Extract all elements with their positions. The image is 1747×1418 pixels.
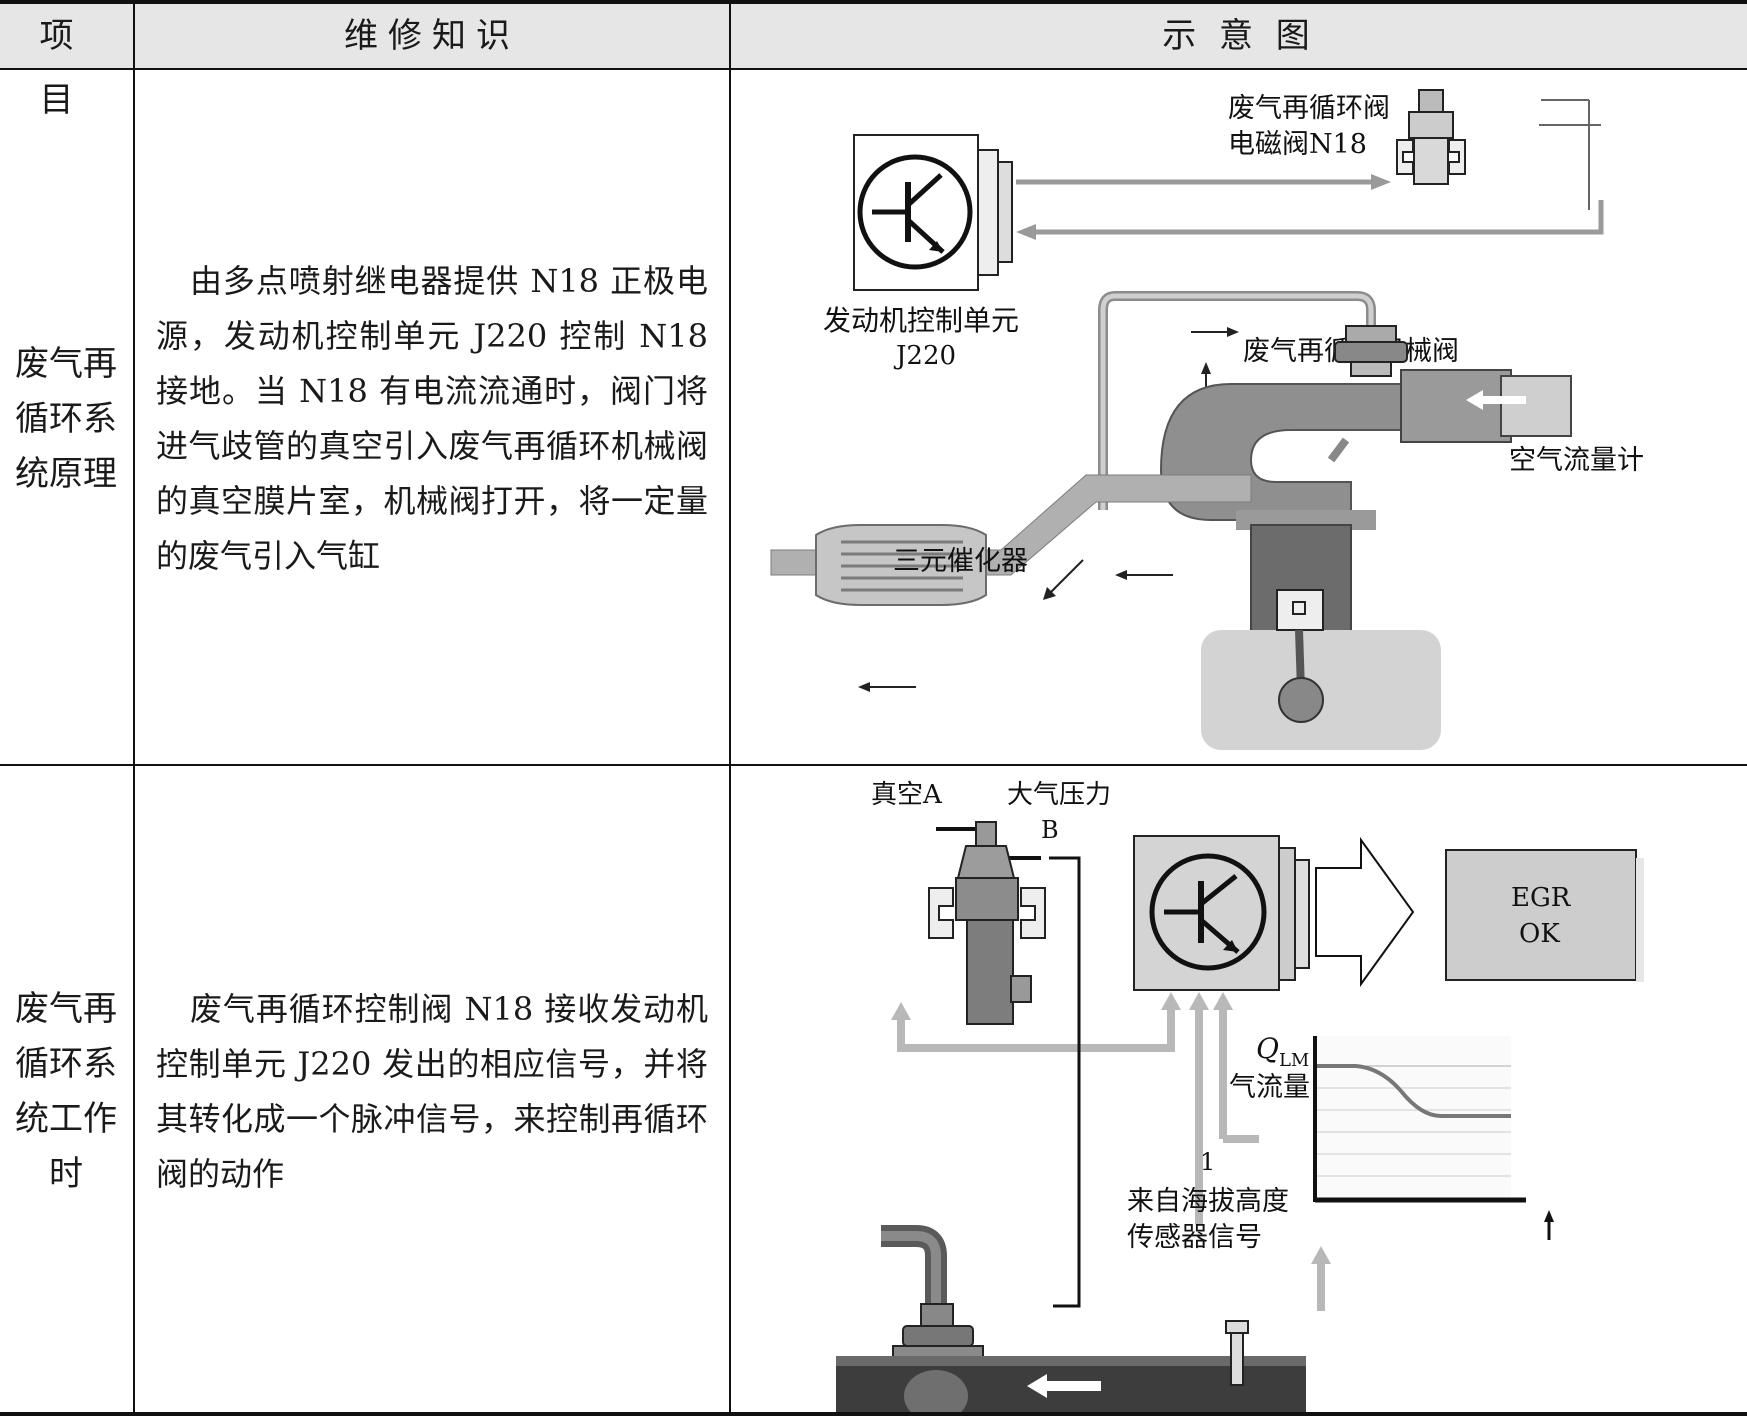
signal-number: 1	[1200, 1148, 1215, 1176]
header-bg-diagram	[731, 4, 1747, 68]
ecu-signal-wires	[1016, 99, 1604, 240]
ecu-label-2: J220	[893, 341, 956, 371]
table-bottom-rule	[0, 1412, 1747, 1416]
atm-pressure-label-1: 大气压力	[1007, 780, 1111, 810]
intake-pipe	[836, 1320, 1306, 1412]
row-divider-rule	[0, 764, 1747, 766]
row1-knowledge: 由多点喷射继电器提供 N18 正极电源，发动机控制单元 J220 控制 N18 …	[156, 262, 708, 575]
header-item: 项 目	[39, 16, 94, 120]
q-symbol: Q	[1256, 1032, 1279, 1065]
engine-block	[1201, 437, 1441, 750]
row1-item: 废气再循环系统原理	[15, 344, 117, 494]
output-arrow	[1315, 836, 1415, 988]
column-divider-1	[133, 0, 135, 1416]
airflow-graph	[1313, 1036, 1554, 1240]
column-divider-2	[729, 0, 731, 1416]
vacuum-hose	[1098, 291, 1376, 510]
table-top-rule	[0, 0, 1747, 4]
egr-ok-box	[1445, 849, 1644, 982]
header-bg-item	[0, 4, 133, 68]
egr-ok-label-1: EGR	[1511, 883, 1572, 913]
catalyst-label: 三元催化器	[893, 546, 1028, 577]
valve-wire	[1049, 856, 1081, 1308]
header-knowledge: 维修知识	[344, 16, 520, 56]
header-bottom-rule	[0, 68, 1747, 70]
ecu-controller	[1133, 835, 1310, 991]
signal-label-1: 来自海拔高度	[1127, 1186, 1289, 1217]
egr-ok-label-2: OK	[1519, 919, 1560, 949]
airflow-quantity-label: 气流量	[1229, 1072, 1310, 1103]
q-subscript: LM	[1279, 1050, 1309, 1071]
airflow-meter-label: 空气流量计	[1509, 445, 1644, 476]
q-label: QLM	[1256, 1032, 1309, 1071]
header-diagram: 示 意 图	[1162, 16, 1316, 56]
ecu-label-1: 发动机控制单元	[823, 304, 1019, 337]
ecu-j220	[853, 134, 1013, 291]
mechanical-egr-valve	[892, 1303, 984, 1365]
egr-control-valve	[928, 821, 1046, 1025]
solenoid-label-2: 电磁阀N18	[1228, 129, 1367, 160]
intake-manifold	[1159, 369, 1572, 521]
solenoid-label-1: 废气再循环阀	[1228, 93, 1390, 124]
vacuum-a-label: 真空A	[871, 780, 943, 810]
feedback-arrows	[891, 992, 1331, 1311]
vacuum-line-highlight	[881, 1231, 941, 1321]
egr-operation-diagram: 真空A 大气压力 B EGR OK	[836, 780, 1644, 1412]
atm-pressure-label-2: B	[1041, 816, 1059, 844]
header-bg-knowledge	[135, 4, 729, 68]
signal-label-2: 传感器信号	[1127, 1222, 1262, 1253]
egr-principle-diagram: 废气再循环阀 电磁阀N18 发动机控制单元 J220 废气再循环机械阀 空气流量…	[770, 89, 1644, 750]
row2-item: 废气再循环系统工作时	[15, 989, 117, 1194]
egr-mechanical-valve	[1334, 325, 1408, 377]
row2-knowledge: 废气再循环控制阀 N18 接收发动机控制单元 J220 发出的相应信号，并将其转…	[156, 990, 708, 1193]
solenoid-valve-n18	[1396, 89, 1466, 185]
three-way-catalyst	[815, 524, 987, 692]
